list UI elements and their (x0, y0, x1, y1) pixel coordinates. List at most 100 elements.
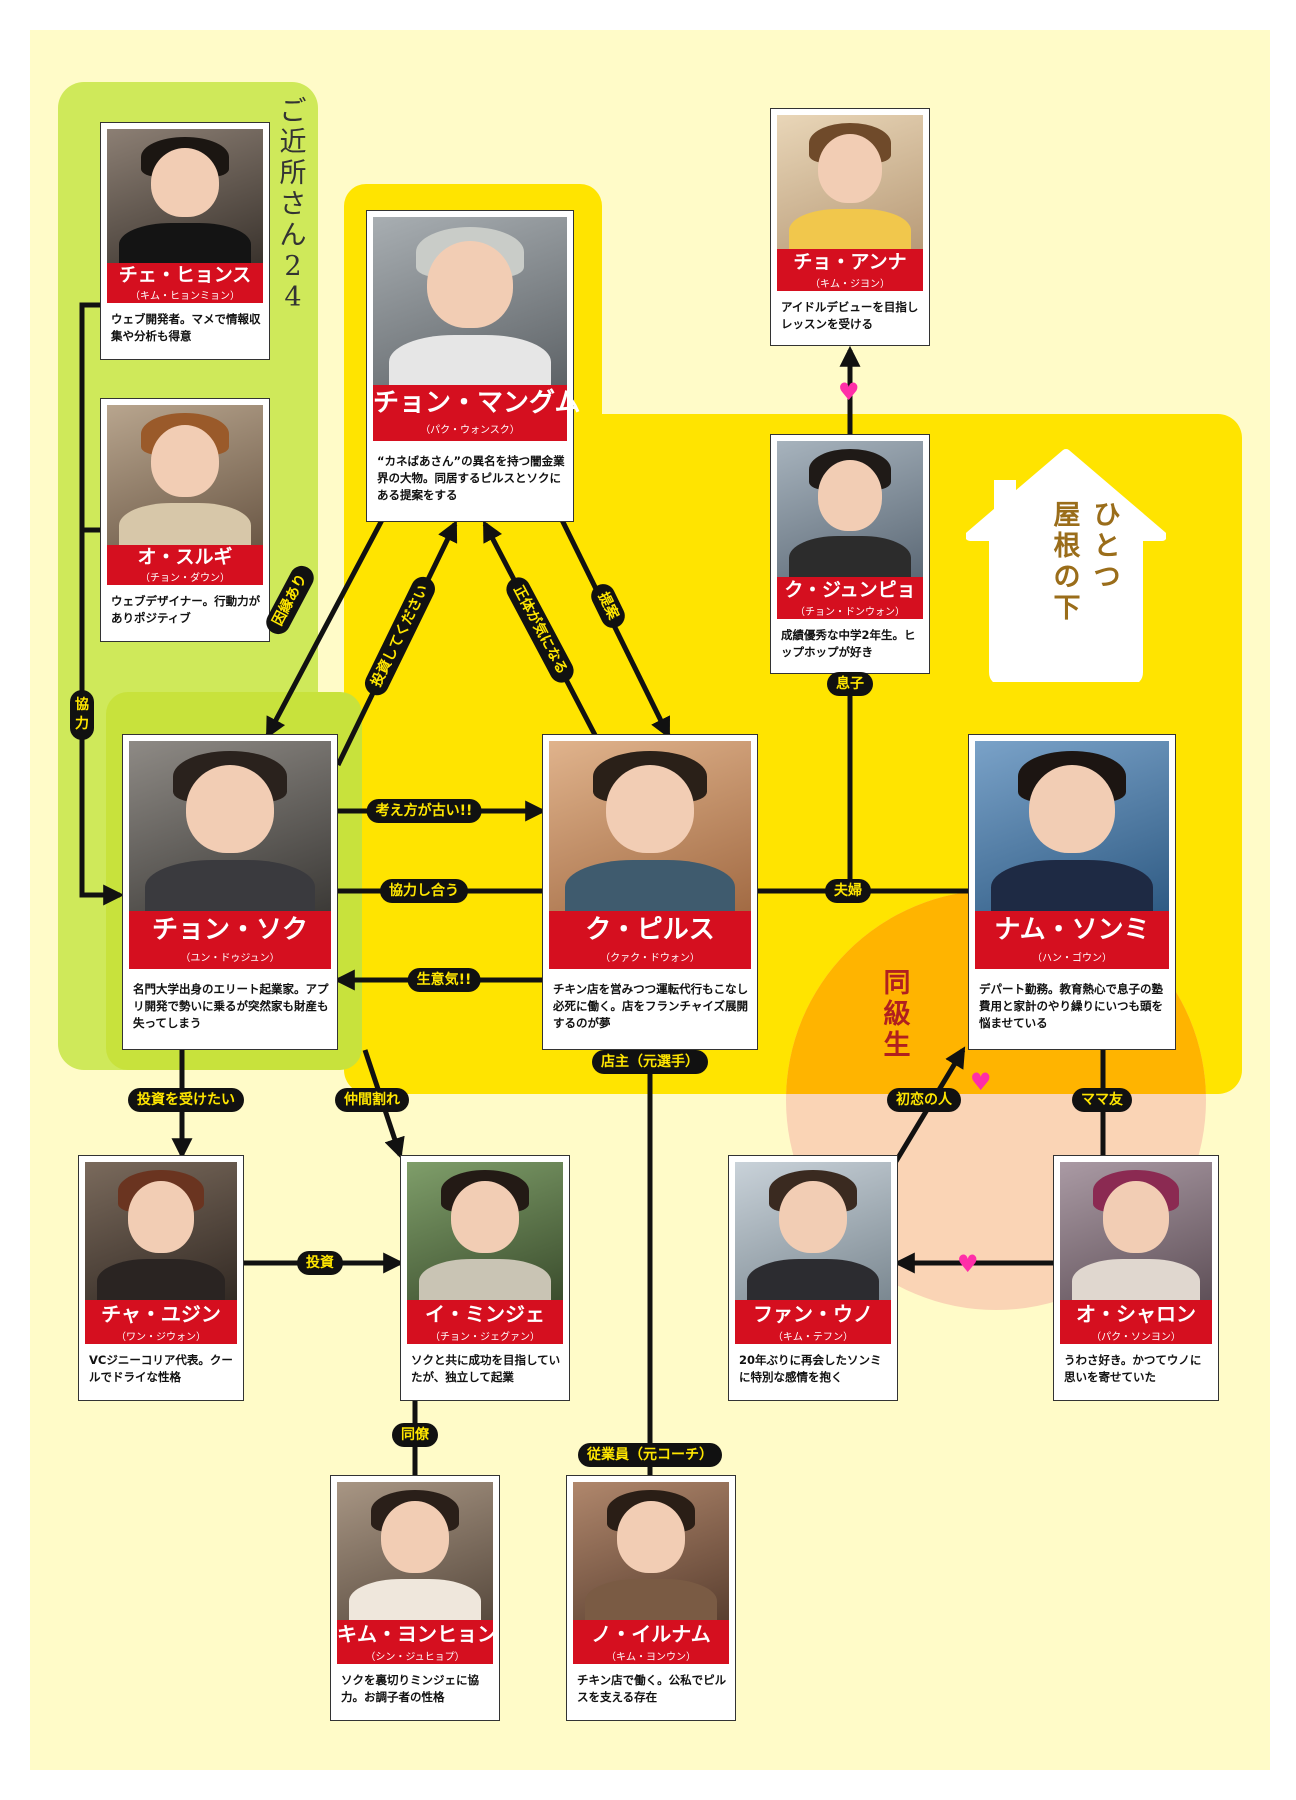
character-desc: VCジニーコリア代表。クールでドライな性格 (89, 1353, 233, 1384)
label-falling-out: 仲間割れ (335, 1088, 409, 1112)
photo (549, 741, 751, 911)
actor-name: （パク・ソンヨン） (1091, 1332, 1181, 1343)
nameplate: ク・ジュンピョ（チョン・ドンウォン） (777, 577, 923, 619)
character-desc: 20年ぶりに再会したソンミに特別な感情を抱く (739, 1353, 882, 1384)
actor-name: （パク・ウォンスク） (420, 425, 520, 436)
nameplate: キム・ヨンヒョン（シン・ジュヒョプ） (337, 1620, 497, 1664)
card-jeong-mangum[interactable]: チョン・マングム（パク・ウォンスク） “カネばあさん”の異名を持つ闇金業界の大物… (366, 210, 581, 522)
character-name: イ・ミンジェ (425, 1302, 545, 1326)
character-name: チョン・ソク (151, 915, 308, 945)
character-desc: ウェブデザイナー。行動力がありポジティブ (111, 594, 261, 625)
card-cha-yujin[interactable]: チャ・ユジン （ワン・ジウォン） VCジニーコリア代表。クールでドライな性格 (78, 1155, 244, 1401)
label-owner: 店主（元選手） (592, 1050, 708, 1074)
nameplate: オ・シャロン （パク・ソンヨン） (1060, 1300, 1212, 1344)
character-name: チョン・マングム (373, 388, 581, 418)
label-first-love: 初恋の人 (887, 1088, 961, 1112)
character-desc: ソクと共に成功を目指していたが、独立して起業 (411, 1353, 561, 1384)
character-name: オ・シャロン (1076, 1302, 1196, 1326)
photo (85, 1162, 237, 1300)
card-oh-sharon[interactable]: オ・シャロン （パク・ソンヨン） うわさ好き。かつてウノに思いを寄せていた (1053, 1155, 1219, 1401)
photo (735, 1162, 891, 1300)
label-cheeky: 生意気!! (407, 968, 481, 992)
photo (107, 129, 263, 263)
card-kim-yonghyeon[interactable]: キム・ヨンヒョン（シン・ジュヒョプ） ソクを裏切りミンジェに協力。お調子者の性格 (330, 1475, 500, 1721)
card-gu-pilsu[interactable]: ク・ピルス （クァク・ドウォン） チキン店を営みつつ運転代行もこなし必死に働く。店… (542, 734, 758, 1050)
label-old-fashioned: 考え方が古い!! (366, 799, 482, 823)
photo (777, 115, 923, 249)
character-desc: チキン店で働く。公私でピルスを支える存在 (577, 1673, 727, 1704)
card-no-ilnam[interactable]: ノ・イルナム （キム・ヨンウン） チキン店で働く。公私でピルスを支える存在 (566, 1475, 736, 1721)
nameplate: チョン・マングム （パク・ウォンスク） (373, 385, 581, 441)
character-name: チャ・ユジン (101, 1302, 221, 1326)
character-name: オ・スルギ (137, 546, 233, 568)
actor-name: （チョン・ジェグァン） (430, 1332, 540, 1343)
character-desc: ソクを裏切りミンジェに協力。お調子者の性格 (341, 1673, 479, 1704)
character-name: ファン・ウノ (753, 1302, 873, 1326)
classmates-title: 同級生 (883, 968, 911, 1061)
character-desc: ウェブ開発者。マメで情報収集や分析も得意 (111, 312, 261, 343)
house-icon (966, 449, 1166, 682)
label-son: 息子 (827, 672, 873, 696)
label-cooperation: 協力 (70, 690, 94, 740)
actor-name: （キム・ヨンウン） (606, 1652, 696, 1663)
neighbors-title: ご近所さん24 (279, 96, 307, 313)
actor-name: （ハン・ゴウン） (1032, 953, 1112, 964)
card-oh-seulgi[interactable]: オ・スルギ （チョン・ダウン） ウェブデザイナー。行動力がありポジティブ (100, 398, 270, 642)
character-desc: アイドルデビューを目指しレッスンを受ける (781, 300, 919, 331)
photo (975, 741, 1169, 911)
character-name: ク・ピルス (585, 915, 715, 945)
label-investment: 投資 (297, 1251, 343, 1275)
character-desc: 成績優秀な中学2年生。ヒップホップが好き (781, 628, 916, 659)
card-jo-anna[interactable]: チョ・アンナ （キム・ジヨン） アイドルデビューを目指しレッスンを受ける (770, 108, 930, 346)
character-desc: デパート勤務。教育熱心で息子の塾費用と家計のやり繰りにいつも頭を悩ませている (979, 982, 1163, 1030)
photo (373, 217, 567, 385)
label-mom-friend: ママ友 (1072, 1088, 1132, 1112)
character-name: キム・ヨンヒョン (337, 1622, 497, 1646)
character-name: ノ・イルナム (591, 1622, 711, 1646)
actor-name: （クァク・ドウォン） (600, 953, 700, 964)
nameplate: イ・ミンジェ （チョン・ジェグァン） (407, 1300, 563, 1344)
nameplate: ナム・ソンミ （ハン・ゴウン） (975, 911, 1169, 969)
character-name: チョ・アンナ (793, 251, 907, 273)
actor-name: （キム・ジヨン） (810, 279, 890, 290)
actor-name: （ワン・ジウォン） (116, 1332, 206, 1343)
character-desc: 名門大学出身のエリート起業家。アプリ開発で勢いに乗るが突然家も財産も失ってしまう (133, 982, 329, 1030)
card-lee-minjae[interactable]: イ・ミンジェ （チョン・ジェグァン） ソクと共に成功を目指していたが、独立して起業 (400, 1155, 570, 1401)
nameplate: チェ・ヒョンス（キム・ヒョンミョン） (107, 263, 263, 303)
card-jeong-seok[interactable]: チョン・ソク （ユン・ドゥジュン） 名門大学出身のエリート起業家。アプリ開発で勢い… (122, 734, 338, 1050)
photo (129, 741, 331, 911)
nameplate: ク・ピルス （クァク・ドウォン） (549, 911, 751, 969)
actor-name: （キム・ヒョンミョン） (130, 291, 240, 302)
heart-icon: ♥ (838, 378, 860, 406)
actor-name: （チョン・ダウン） (140, 573, 230, 584)
nameplate: オ・スルギ （チョン・ダウン） (107, 545, 263, 585)
nameplate: ノ・イルナム （キム・ヨンウン） (573, 1620, 729, 1664)
house-title-left: 屋根の下 (1053, 500, 1081, 624)
card-choi-hyeonsu[interactable]: チェ・ヒョンス（キム・ヒョンミョン） ウェブ開発者。マメで情報収集や分析も得意 (100, 122, 270, 360)
character-name: ナム・ソンミ (994, 915, 1150, 945)
character-name: ク・ジュンピョ (784, 579, 916, 601)
label-colleague: 同僚 (392, 1423, 438, 1447)
photo (337, 1482, 493, 1620)
actor-name: （ユン・ドゥジュン） (180, 953, 280, 964)
nameplate: ファン・ウノ （キム・テフン） (735, 1300, 891, 1344)
nameplate: チョ・アンナ （キム・ジヨン） (777, 249, 923, 291)
label-cooperate-mutually: 協力し合う (380, 879, 468, 903)
house-title-right: ひとつ (1093, 500, 1121, 593)
photo (573, 1482, 729, 1620)
nameplate: チャ・ユジン （ワン・ジウォン） (85, 1300, 237, 1344)
heart-icon: ♥ (957, 1250, 979, 1278)
character-desc: チキン店を営みつつ運転代行もこなし必死に働く。店をフランチャイズ展開するのが夢 (553, 982, 749, 1030)
photo (407, 1162, 563, 1300)
actor-name: （キム・テフン） (772, 1332, 854, 1343)
character-desc: うわさ好き。かつてウノに思いを寄せていた (1064, 1353, 1202, 1384)
nameplate: チョン・ソク （ユン・ドゥジュン） (129, 911, 331, 969)
card-nam-sonmi[interactable]: ナム・ソンミ （ハン・ゴウン） デパート勤務。教育熱心で息子の塾費用と家計のやり繰… (968, 734, 1176, 1050)
card-hwang-uno[interactable]: ファン・ウノ （キム・テフン） 20年ぶりに再会したソンミに特別な感情を抱く (728, 1155, 898, 1401)
heart-icon: ♥ (970, 1068, 992, 1096)
photo (777, 441, 923, 577)
card-gu-junpyo[interactable]: ク・ジュンピョ（チョン・ドンウォン） 成績優秀な中学2年生。ヒップホップが好き (770, 434, 930, 674)
label-couple: 夫婦 (825, 879, 871, 903)
label-employee: 従業員（元コーチ） (578, 1443, 722, 1467)
